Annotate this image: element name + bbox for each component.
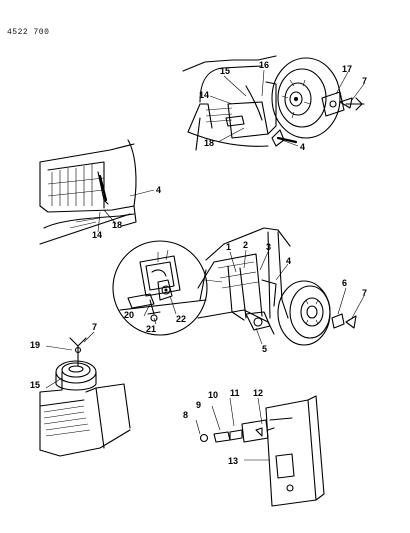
callout-17: 17 [342,64,352,74]
callout-labels: 15 16 17 7 14 18 4 4 18 14 1 2 3 4 6 7 2… [30,60,367,466]
callout-15: 15 [30,380,40,390]
callout-7: 7 [92,322,97,332]
callout-22: 22 [176,314,186,324]
callout-13: 13 [228,456,238,466]
diagram-reference-code: 4522 700 [7,28,50,37]
callout-8: 8 [183,410,188,420]
view-swing-tire-carrier [197,227,365,346]
callout-7: 7 [362,288,367,298]
callout-14: 14 [92,230,102,240]
callout-4: 4 [286,256,291,266]
view-door-interior-lever [39,139,155,245]
callout-16: 16 [259,60,269,70]
callout-4: 4 [156,185,161,195]
detail-circle-hinge-bracket [112,240,223,336]
callout-11: 11 [230,388,240,398]
callout-1: 1 [226,242,231,252]
view-rear-door-tire-carrier [182,55,365,151]
callout-20: 20 [124,310,134,320]
callout-18: 18 [112,220,122,230]
view-latch-panel-exploded [195,395,325,507]
callout-9: 9 [196,400,201,410]
callout-6: 6 [342,278,347,288]
callout-15: 15 [220,66,230,76]
callout-10: 10 [208,390,218,400]
callout-19: 19 [30,340,40,350]
callout-14: 14 [199,90,209,100]
callout-4: 4 [300,142,305,152]
callout-21: 21 [146,324,156,334]
callout-5: 5 [262,344,267,354]
callout-18: 18 [204,138,214,148]
callout-7: 7 [362,76,367,86]
view-cargo-floor-tire [39,331,131,457]
callout-3: 3 [266,242,271,252]
callout-12: 12 [253,388,263,398]
callout-2: 2 [243,240,248,250]
